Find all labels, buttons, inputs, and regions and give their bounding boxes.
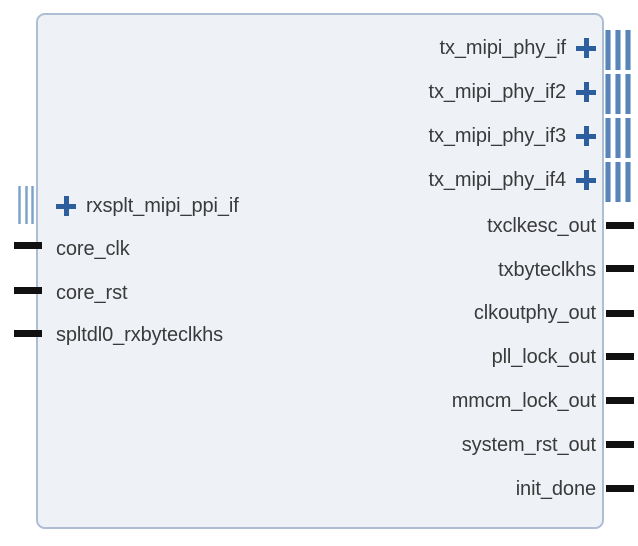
bus-bar: [24, 186, 28, 224]
port-label: core_clk: [56, 237, 130, 260]
plus-expander-icon[interactable]: [576, 170, 596, 190]
bus-bar: [615, 118, 621, 158]
port-label: system_rst_out: [461, 433, 596, 456]
pin-stub-core-clk[interactable]: [14, 242, 42, 249]
port-row-system-rst-out[interactable]: system_rst_out: [462, 430, 596, 460]
bus-bar: [625, 30, 631, 70]
port-label: txclkesc_out: [487, 214, 596, 237]
plus-expander-icon[interactable]: [576, 38, 596, 58]
bus-bar: [615, 74, 621, 114]
port-row-clkoutphy-out[interactable]: clkoutphy_out: [474, 298, 596, 328]
plus-expander-icon[interactable]: [576, 82, 596, 102]
port-row-txbyteclkhs[interactable]: txbyteclkhs: [498, 255, 596, 285]
pin-stub-init-done[interactable]: [606, 485, 634, 492]
port-row-core-rst[interactable]: core_rst: [56, 278, 128, 308]
port-row-tx-mipi-phy-if2[interactable]: tx_mipi_phy_if2: [429, 77, 596, 107]
port-row-spltdl0-rxbyteclkhs[interactable]: spltdl0_rxbyteclkhs: [56, 320, 223, 350]
bus-connector-icon-rxsplt-mipi-ppi-if[interactable]: [18, 186, 34, 224]
pin-stub-txbyteclkhs[interactable]: [606, 265, 634, 272]
bus-bar: [625, 162, 631, 202]
port-label: txbyteclkhs: [498, 258, 596, 281]
bus-bar: [615, 162, 621, 202]
bus-bar: [615, 30, 621, 70]
pin-stub-pll-lock-out[interactable]: [606, 353, 634, 360]
port-label: mmcm_lock_out: [451, 389, 596, 412]
port-label: init_done: [515, 477, 596, 500]
bus-connector-icon-tx-mipi-phy-if[interactable]: [605, 30, 631, 70]
port-label: tx_mipi_phy_if2: [428, 80, 567, 103]
bus-bar: [625, 118, 631, 158]
port-label: core_rst: [56, 281, 128, 304]
bus-connector-icon-tx-mipi-phy-if2[interactable]: [605, 74, 631, 114]
bus-bar: [605, 162, 611, 202]
bus-connector-icon-tx-mipi-phy-if4[interactable]: [605, 162, 631, 202]
pin-stub-mmcm-lock-out[interactable]: [606, 397, 634, 404]
port-label: tx_mipi_phy_if: [439, 36, 567, 59]
plus-expander-icon[interactable]: [576, 126, 596, 146]
port-label: pll_lock_out: [491, 345, 597, 368]
bus-bar: [605, 30, 611, 70]
port-label: tx_mipi_phy_if4: [428, 168, 567, 191]
pin-stub-clkoutphy-out[interactable]: [606, 310, 634, 317]
pin-stub-txclkesc-out[interactable]: [606, 222, 634, 229]
port-row-tx-mipi-phy-if[interactable]: tx_mipi_phy_if: [440, 33, 596, 63]
pin-stub-system-rst-out[interactable]: [606, 441, 634, 448]
pin-stub-spltdl0-rxbyteclkhs[interactable]: [14, 330, 42, 337]
pin-stub-core-rst[interactable]: [14, 287, 42, 294]
bus-bar: [31, 186, 34, 224]
port-label: spltdl0_rxbyteclkhs: [56, 323, 224, 346]
port-row-mmcm-lock-out[interactable]: mmcm_lock_out: [452, 386, 596, 416]
port-label: tx_mipi_phy_if3: [428, 124, 567, 147]
port-label: clkoutphy_out: [473, 301, 596, 324]
bus-bar: [605, 74, 611, 114]
port-row-core-clk[interactable]: core_clk: [56, 234, 130, 264]
port-row-txclkesc-out[interactable]: txclkesc_out: [487, 211, 596, 241]
bus-bar: [605, 118, 611, 158]
bus-connector-icon-tx-mipi-phy-if3[interactable]: [605, 118, 631, 158]
port-row-init-done[interactable]: init_done: [516, 474, 596, 504]
port-row-pll-lock-out[interactable]: pll_lock_out: [491, 342, 597, 372]
bus-bar: [625, 74, 631, 114]
plus-expander-icon[interactable]: [56, 196, 76, 216]
ip-block-body[interactable]: [36, 13, 604, 529]
port-label: rxsplt_mipi_ppi_if: [86, 194, 239, 217]
port-row-tx-mipi-phy-if4[interactable]: tx_mipi_phy_if4: [429, 165, 596, 195]
port-row-tx-mipi-phy-if3[interactable]: tx_mipi_phy_if3: [429, 121, 596, 151]
port-row-rxsplt-mipi-ppi-if[interactable]: rxsplt_mipi_ppi_if: [56, 191, 239, 221]
bus-bar: [18, 186, 21, 224]
